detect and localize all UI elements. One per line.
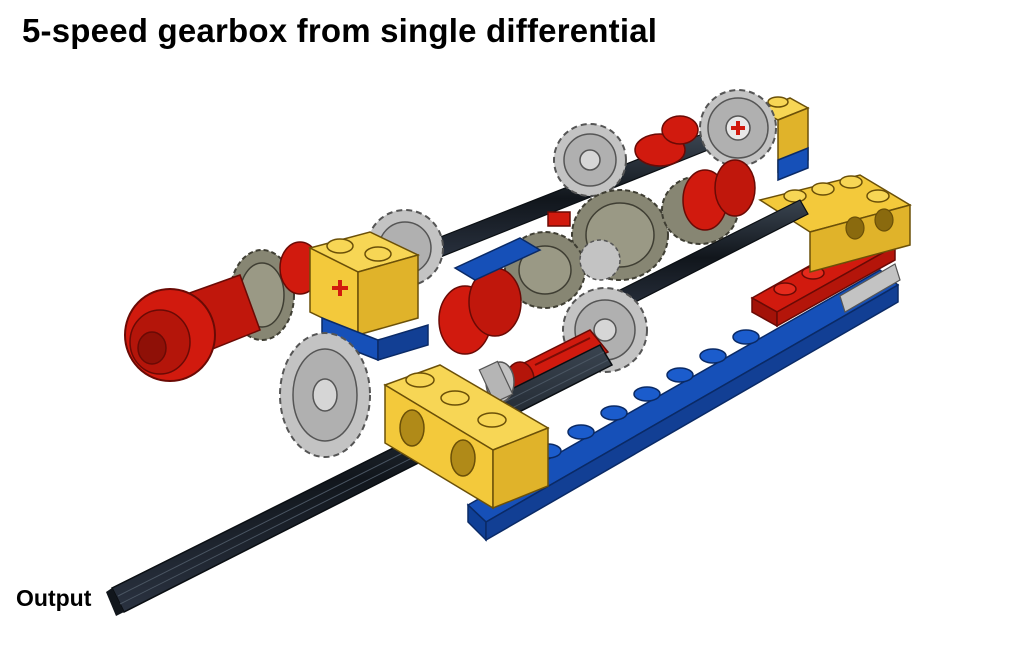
front-big-gear xyxy=(279,332,371,458)
output-label: Output xyxy=(16,585,92,611)
red-pulley-left xyxy=(124,241,321,382)
back-gear-top-right xyxy=(699,89,777,167)
blue-base-beam xyxy=(466,269,900,542)
red-bush-back xyxy=(634,115,699,167)
red-couplers xyxy=(438,159,756,355)
gray-bushing xyxy=(478,360,515,404)
blue-middle-plate xyxy=(453,237,542,281)
yellow-left-upright xyxy=(307,231,429,362)
back-gear-top-middle xyxy=(553,123,627,197)
yellow-front-beam xyxy=(383,364,550,510)
page-title: 5-speed gearbox from single differential xyxy=(22,12,658,49)
